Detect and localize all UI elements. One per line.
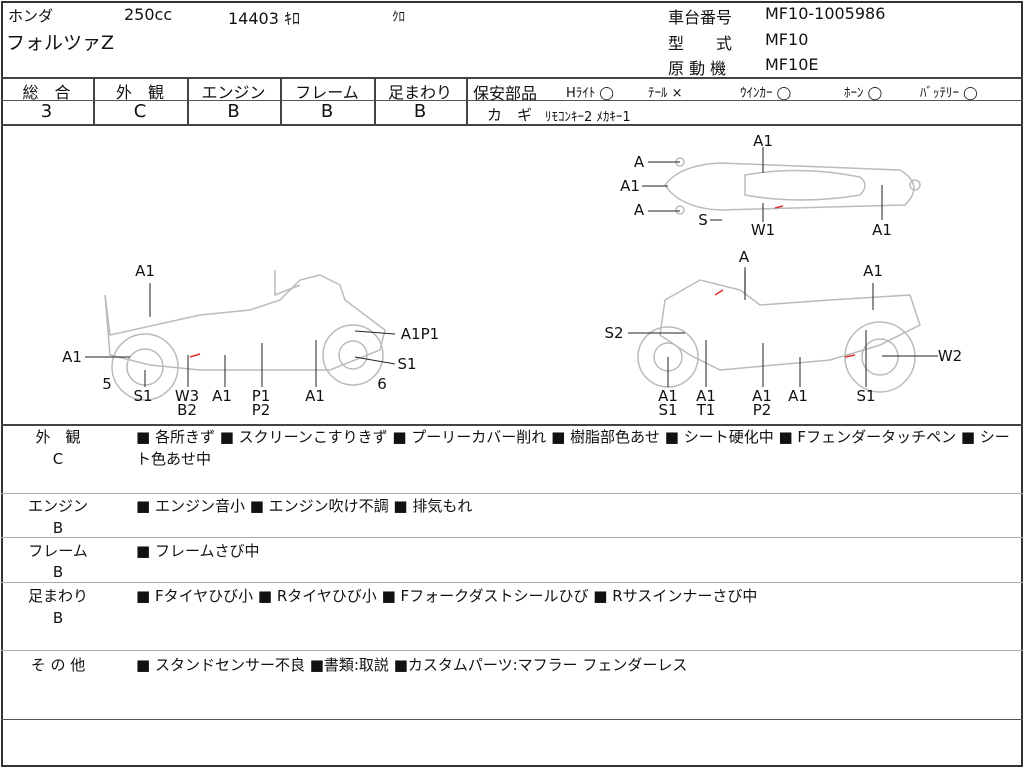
diagram-label: S2 xyxy=(604,324,624,342)
grade-label-engine: エンジン xyxy=(201,83,266,102)
engine-label: 原 動 機 xyxy=(668,59,727,78)
diagram-label: S1 xyxy=(658,401,678,419)
grade-label-overall: 総 合 xyxy=(22,83,71,102)
diagram-label: W3 xyxy=(174,387,200,405)
frame-no: MF10-1005986 xyxy=(765,4,886,23)
engine: MF10E xyxy=(765,55,819,74)
diagram-label: A1 xyxy=(62,348,82,366)
type: MF10 xyxy=(765,30,809,49)
comment-text-other: ■ スタンドセンサー不良 ■書類:取説 ■カスタムパーツ:マフラー フェンダーレ… xyxy=(136,656,688,674)
diagram-label: A1 xyxy=(872,221,892,239)
maker: ホンダ xyxy=(8,7,54,25)
keys-label: カ ギ xyxy=(487,106,533,124)
comment-category-engine: エンジン xyxy=(27,497,88,515)
comment-category-frame: フレーム xyxy=(28,542,88,560)
scooter-left-view xyxy=(104,270,386,401)
diagram-label: A1 xyxy=(620,177,640,195)
diagram-label: S1 xyxy=(856,387,876,405)
safety-label: 保安部品 xyxy=(473,84,538,103)
diagram-label: W1 xyxy=(750,221,776,239)
frame-no-label: 車台番号 xyxy=(668,8,733,27)
color: ｸﾛ xyxy=(392,10,405,25)
grade-value-overall: 3 xyxy=(40,101,53,122)
diagram-label: A xyxy=(738,248,750,266)
grade-value-frame: B xyxy=(320,101,334,122)
comment-text-engine: ■ エンジン音小 ■ エンジン吹け不調 ■ 排気もれ xyxy=(136,497,473,515)
comment-category-suspension: 足まわり xyxy=(27,587,88,605)
diagram-label: 5 xyxy=(102,375,112,393)
diagram-label: A1 xyxy=(752,387,772,405)
damage-diagram xyxy=(85,147,938,401)
comment-category-exterior: 外 観 xyxy=(35,428,81,446)
comment-grade-frame: B xyxy=(52,563,64,581)
displacement: 250cc xyxy=(124,5,173,24)
comment-text-frame: ■ フレームさび中 xyxy=(136,542,260,560)
grade-label-frame: フレーム xyxy=(295,83,359,102)
diagram-label: P2 xyxy=(752,401,772,419)
safety-winker: ｳｲﾝｶｰ ◯ xyxy=(740,86,792,101)
diagram-label: P1 xyxy=(251,387,271,405)
scooter-right-view xyxy=(637,270,921,393)
damage-marks xyxy=(189,205,856,358)
grade-label-suspension: 足まわり xyxy=(387,83,452,102)
comment-category-other: そ の 他 xyxy=(30,656,86,674)
diagram-label: S1 xyxy=(133,387,153,405)
diagram-label: A1 xyxy=(863,262,883,280)
diagram-label: A1 xyxy=(305,387,325,405)
safety-headlight: Hﾗｲﾄ ◯ xyxy=(566,86,614,101)
diagram-label: 6 xyxy=(377,375,387,393)
grade-value-suspension: B xyxy=(413,101,427,122)
diagram-label: T1 xyxy=(696,401,716,419)
diagram-label: A1 xyxy=(788,387,808,405)
comment-grade-suspension: B xyxy=(52,609,64,627)
diagram-label: A1 xyxy=(658,387,678,405)
diagram-label: S1 xyxy=(397,355,417,373)
model-name: フォルツァZ xyxy=(6,32,115,54)
comment-text-suspension: ■ Fタイヤひび小 ■ Rタイヤひび小 ■ Fフォークダストシールひび ■ Rサ… xyxy=(136,587,758,605)
grade-value-exterior: C xyxy=(133,101,147,122)
mileage: 14403 ｷﾛ xyxy=(228,9,300,28)
comment-grade-exterior: C xyxy=(52,450,64,468)
type-label: 型 式 xyxy=(668,34,733,53)
comment-grade-engine: B xyxy=(52,519,64,537)
diagram-label: A1 xyxy=(753,132,773,150)
safety-horn: ﾎｰﾝ ◯ xyxy=(844,86,883,101)
diagram-label: A1 xyxy=(696,387,716,405)
diagram-label: B2 xyxy=(177,401,197,419)
diagram-label: P2 xyxy=(251,401,271,419)
grade-label-exterior: 外 観 xyxy=(115,83,164,102)
diagram-label: A xyxy=(633,201,645,219)
diagram-label: S xyxy=(698,211,708,229)
leader-lines xyxy=(85,147,938,387)
grade-value-engine: B xyxy=(227,101,240,122)
diagram-label: W2 xyxy=(937,347,963,365)
keys-value: ﾘﾓｺﾝｷｰ2 ﾒｶｷｰ1 xyxy=(545,110,631,125)
safety-battery: ﾊﾞｯﾃﾘｰ ◯ xyxy=(920,86,978,101)
safety-tail: ﾃｰﾙ × xyxy=(648,86,683,101)
diagram-label: A xyxy=(633,153,645,171)
diagram-label: A1 xyxy=(135,262,155,280)
diagram-label: A1P1 xyxy=(400,325,440,343)
comment-text-exterior: ■ 各所きず ■ スクリーンこすりきず ■ プーリーカバー削れ ■ 樹脂部色あせ… xyxy=(136,428,1010,468)
diagram-label: A1 xyxy=(212,387,232,405)
